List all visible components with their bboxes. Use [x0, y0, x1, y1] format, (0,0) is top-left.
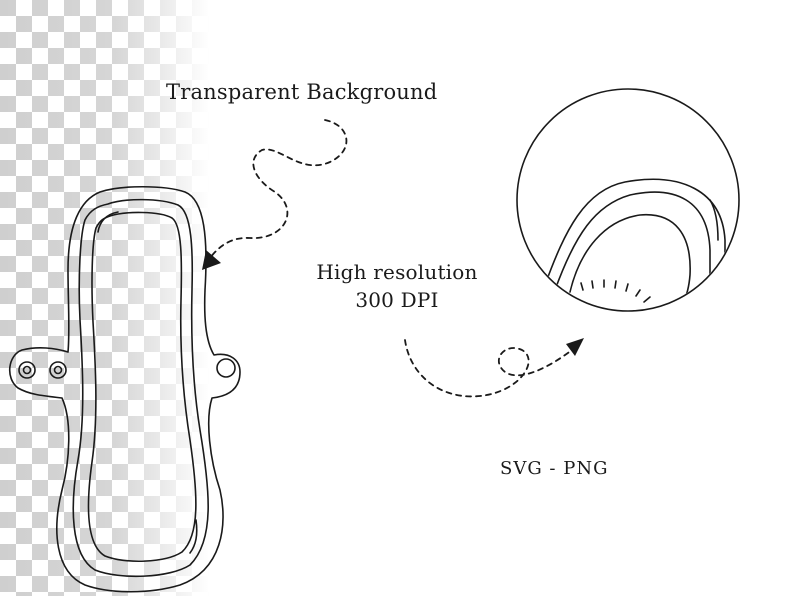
- resolution-label: High resolution 300 DPI: [312, 258, 482, 314]
- transparent-background-label: Transparent Background: [166, 80, 438, 104]
- magnifier-detail-icon: [516, 88, 740, 312]
- file-formats-label: SVG - PNG: [500, 458, 609, 479]
- resolution-label-line1: High resolution: [316, 260, 478, 284]
- sanitary-pad-icon: [9, 185, 241, 593]
- arrow-to-zoom-icon: [404, 338, 584, 398]
- arrow-to-pad-icon: [202, 119, 348, 270]
- resolution-label-line2: 300 DPI: [355, 288, 439, 312]
